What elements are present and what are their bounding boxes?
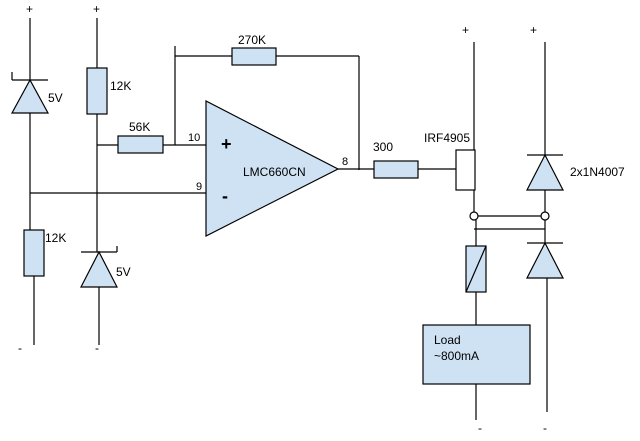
left-zener-branch: + 5V 12K - [10, 2, 66, 355]
zener-right-label: 5V [116, 265, 131, 279]
rail-plus-left: + [26, 2, 33, 16]
rail-minus-diode: - [543, 421, 547, 435]
diode-label: 2x1N4007 [570, 165, 625, 179]
resistor-300 [373, 160, 419, 179]
rail-minus-mid: - [95, 341, 99, 355]
load-label-line1: Load [434, 333, 461, 347]
resistor-56k-label: 56K [129, 120, 150, 134]
mosfet-label: IRF4905 [424, 131, 470, 145]
diode-upper [526, 153, 564, 191]
opamp-name: LMC660CN [243, 165, 306, 179]
resistor-56k [117, 135, 164, 154]
mosfet-body [455, 149, 476, 191]
output-network: 300 [338, 140, 456, 179]
resistor-12k-top [86, 67, 108, 115]
resistor-12k-top-label: 12K [110, 79, 131, 93]
opamp-pin-inv: 9 [196, 181, 202, 193]
zener-left-label: 5V [48, 91, 63, 105]
resistor-270k-label: 270K [238, 33, 266, 47]
rail-plus-mid: + [93, 2, 100, 16]
opamp-pin-out: 8 [342, 156, 348, 168]
mosfet: IRF4905 + [424, 23, 476, 216]
resistor-12k-bottom-label: 12K [45, 231, 66, 245]
rail-minus-load: - [478, 421, 482, 435]
rail-plus-diode: + [530, 23, 537, 37]
junction-node-right [540, 211, 550, 221]
opamp-triangle [205, 100, 340, 237]
diode-lower [526, 241, 564, 279]
junction-node-left [469, 211, 479, 221]
zener-diode-left [10, 78, 50, 114]
right-zener-branch: + 12K 5V - [80, 2, 131, 355]
resistor-12k-bottom [23, 229, 45, 277]
opamp-pin-noninv: 10 [188, 132, 200, 144]
opamp-minus-sign: - [222, 186, 228, 206]
resistor-270k [231, 47, 277, 66]
opamp: + - LMC660CN 10 9 8 [188, 100, 348, 237]
rail-plus-mosfet: + [462, 23, 469, 37]
input-network: 56K 270K [30, 33, 360, 194]
opamp-plus-sign: + [221, 134, 232, 154]
load-box [422, 324, 531, 385]
rail-minus-left: - [18, 341, 22, 355]
resistor-300-label: 300 [373, 140, 393, 154]
zener-diode-right [80, 250, 118, 288]
load-branch: Load ~800mA - [422, 211, 550, 435]
load-label-line2: ~800mA [434, 349, 479, 363]
